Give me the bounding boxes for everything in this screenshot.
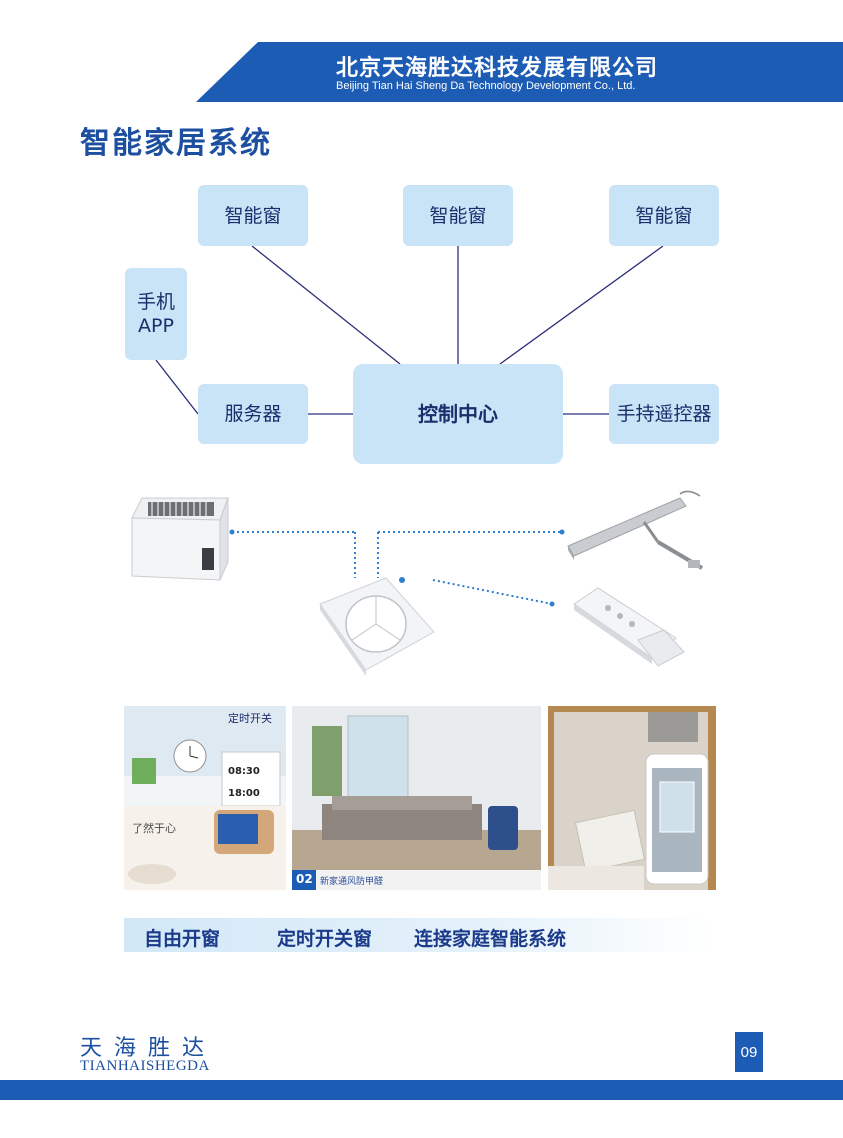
feature-connect-smart-home: 连接家庭智能系统 <box>414 928 567 950</box>
photo1-time-2: 18:00 <box>228 788 260 799</box>
node-phone-app-line1: 手机 <box>136 291 175 313</box>
node-smart-window-1: 智能窗 <box>198 185 308 246</box>
photo-rainy-window-illustration <box>548 706 716 890</box>
node-control-center: 控制中心 <box>353 364 563 464</box>
photo-timing-illustration <box>124 706 286 890</box>
photo2-caption: 新家通风防甲醛 <box>320 877 384 887</box>
photo1-subtitle: 了然于心 <box>132 822 176 835</box>
footer-brand-en: TIANHAISHEGDA <box>80 1058 210 1074</box>
window-actuator-device <box>567 490 704 570</box>
node-remote: 手持遥控器 <box>609 384 719 444</box>
node-smart-window-3: 智能窗 <box>609 185 719 246</box>
photo-living-room: 02 新家通风防甲醛 <box>292 706 541 890</box>
photo1-time-1: 08:30 <box>228 766 260 777</box>
feature-timed-open-close: 定时开关窗 <box>277 928 373 950</box>
page-number: 09 <box>735 1032 763 1072</box>
footer-brand-cn: 天海胜达 <box>80 1036 217 1061</box>
company-name-en: Beijing Tian Hai Sheng Da Technology Dev… <box>336 80 636 92</box>
wall-switch-panel <box>319 577 435 676</box>
footer-band <box>0 1080 843 1100</box>
handheld-remote-device <box>573 587 685 667</box>
rain-sensor-device <box>131 497 229 581</box>
header-band <box>196 42 843 102</box>
node-phone-app-line2: APP <box>138 315 174 337</box>
photo-timing-switch: 定时开关 08:30 18:00 了然于心 <box>124 706 286 890</box>
company-name-cn: 北京天海胜达科技发展有限公司 <box>336 56 659 81</box>
page-title: 智能家居系统 <box>80 126 272 161</box>
photo-living-room-illustration <box>292 706 541 890</box>
photo1-title: 定时开关 <box>228 712 272 725</box>
node-phone-app: 手机 APP <box>125 268 187 360</box>
photo2-badge: 02 <box>296 872 313 886</box>
feature-free-open: 自由开窗 <box>144 928 221 950</box>
node-server: 服务器 <box>198 384 308 444</box>
node-smart-window-2: 智能窗 <box>403 185 513 246</box>
features-strip <box>124 918 714 952</box>
photo-rainy-window <box>548 706 716 890</box>
